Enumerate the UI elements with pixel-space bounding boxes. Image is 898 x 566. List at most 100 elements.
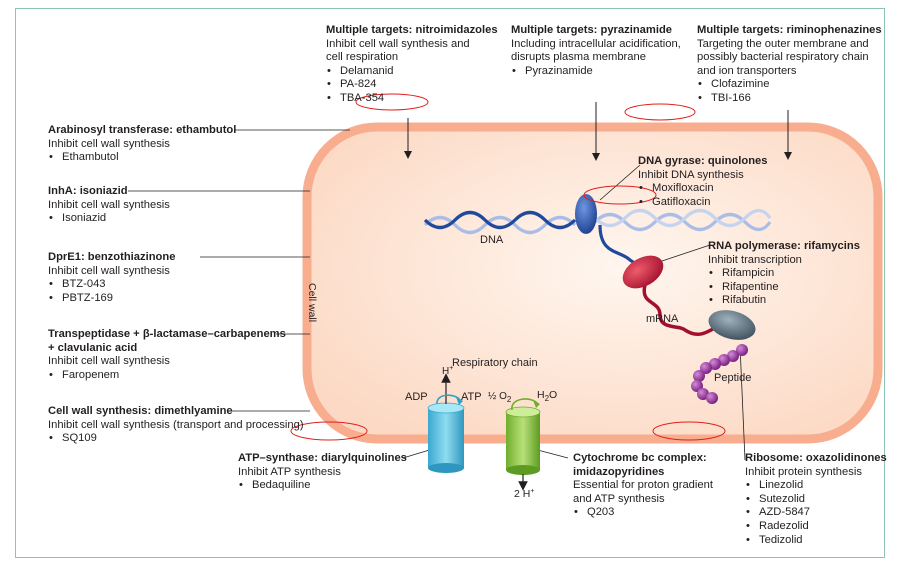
block-nitroimidazoles: Multiple targets: nitroimidazoles Inhibi… [326,24,498,106]
atp-label: ATP [461,391,482,403]
drug-gatifloxacin: Gatifloxacin [638,196,768,210]
drug-ethambutol: Ethambutol [48,151,236,165]
block-rifamycins: RNA polymerase: rifamycins Inhibit trans… [708,240,860,308]
text-line: Inhibit protein synthesis [745,465,862,478]
text-line: 2 H [514,488,531,500]
text-line: cell respiration [326,51,399,64]
block-dimethlyamine: Cell wall synthesis: dimethlyamine Inhib… [48,405,304,446]
text-line: Inhibit ATP synthesis [238,465,341,478]
drug-clofazimine: Clofazimine [697,78,882,92]
proton-arrows [441,373,528,491]
target-title: ATP–synthase: diarylquinolines [238,452,407,464]
text-line: Inhibit cell wall synthesis [48,137,170,150]
atp-synthase [427,402,465,473]
drug-rifapentine: Rifapentine [708,281,860,295]
cell-wall-label: Cell wall [306,283,318,323]
text-line: O [549,389,558,401]
text-line: Including intracellular acidification, [511,37,681,50]
text-line: H [442,366,450,377]
text-line: Inhibit cell wall synthesis and [326,37,470,50]
block-pyrazinamide: Multiple targets: pyrazinamide Including… [511,24,681,78]
dna-strand-light-right [593,212,772,232]
text-line: 2 [544,394,550,403]
text-line: Inhibit DNA synthesis [638,168,744,181]
annotation-oval-top-right [624,103,696,121]
drug-isoniazid: Isoniazid [48,212,170,226]
text-line: and ATP synthesis [573,492,665,505]
target-title: DprE1: benzothiazinone [48,251,176,263]
h2o-label: H2O [537,389,558,403]
drug-radezolid: Radezolid [745,520,887,534]
drug-delamanid: Delamanid [326,65,498,79]
target-title: Multiple targets: pyrazinamide [511,24,673,36]
target-title: Multiple targets: riminophenazines [697,24,882,36]
text-line: 2 [506,395,512,404]
drug-btz-043: BTZ-043 [48,278,175,292]
dna-helix [423,208,772,235]
target-title: + clavulanic acid [48,341,138,354]
text-line: Inhibit cell wall synthesis [48,264,170,277]
adp-label: ADP [405,391,428,403]
annotation-oval-bottom-right [652,421,726,441]
drug-q203: Q203 [573,506,713,520]
text-line: Inhibit transcription [708,253,802,266]
drug-pa-824: PA-824 [326,78,498,92]
cytochrome-bc-complex [505,406,541,475]
two-h-plus-label: 2 H+ [514,488,534,500]
target-title: Multiple targets: nitroimidazoles [326,24,498,36]
target-title: Transpeptidase + β-lactamase–carbapenems [48,328,286,340]
drug-sutezolid: Sutezolid [745,493,887,507]
dna-label: DNA [480,234,504,246]
atp-curve-head [456,397,463,405]
text-line: Inhibit cell wall synthesis [48,198,170,211]
h-plus-label: H+ [442,365,454,377]
rna-polymerase-enzyme [622,255,664,289]
drug-pyrazinamide: Pyrazinamide [511,65,681,79]
block-carbapenems: Transpeptidase + β-lactamase–carbapenems… [48,328,286,382]
figure-frame [15,8,885,558]
mrna-strand [642,284,721,336]
text-line: Inhibit cell wall synthesis (transport a… [48,418,304,431]
block-ethambutol: Arabinosyl transferase: ethambutol Inhib… [48,124,236,165]
text-line: H [537,389,545,401]
drug-moxifloxacin: Moxifloxacin [638,182,768,196]
mrna-label: mRNA [646,313,679,325]
dna-strand-lighter-right [593,208,772,228]
block-oxazolidinones: Ribosome: oxazolidinones Inhibit protein… [745,452,887,547]
block-quinolones: DNA gyrase: quinolones Inhibit DNA synth… [638,155,768,209]
drug-sq109: SQ109 [48,432,304,446]
water-curve-head [533,400,540,408]
target-title: RNA polymerase: rifamycins [708,240,860,252]
block-isoniazid: InhA: isoniazid Inhibit cell wall synthe… [48,185,170,226]
drug-tba-354: TBA-354 [326,92,498,106]
drug-rifampicin: Rifampicin [708,267,860,281]
drug-faropenem: Faropenem [48,369,286,383]
drug-azd-5847: AZD-5847 [745,506,887,520]
peptide-label: Peptide [714,372,752,384]
text-line: + [449,365,454,372]
target-title: Arabinosyl transferase: ethambutol [48,124,237,136]
block-riminophenazines: Multiple targets: riminophenazines Targe… [697,24,882,106]
drug-tbi-166: TBI-166 [697,92,882,106]
peptide-chain [691,344,748,404]
text-line: disrupts plasma membrane [511,51,646,64]
drug-pbtz-169: PBTZ-169 [48,292,175,306]
target-title: Ribosome: oxazolidinones [745,452,887,464]
drug-rifabutin: Rifabutin [708,294,860,308]
text-line: Inhibit cell wall synthesis [48,355,170,368]
dna-strand-dark-left [423,210,577,230]
text-line: Essential for proton gradient [573,479,713,492]
text-line: and ion transporters [697,64,797,77]
block-benzothiazinone: DprE1: benzothiazinone Inhibit cell wall… [48,251,175,305]
top-arrows [404,102,792,161]
target-title: InhA: isoniazid [48,185,128,197]
dna-gyrase-enzyme [575,194,597,234]
target-title: Cell wall synthesis: dimethlyamine [48,405,233,417]
drug-tedizolid: Tedizolid [745,534,887,548]
text-line: ½ O [488,391,507,402]
respiratory-chain-label: Respiratory chain [452,357,538,369]
target-title: DNA gyrase: quinolones [638,155,768,167]
annotation-oval-sq109 [290,421,368,441]
drug-linezolid: Linezolid [745,479,887,493]
text-line: possibly bacterial respiratory chain [697,51,869,64]
